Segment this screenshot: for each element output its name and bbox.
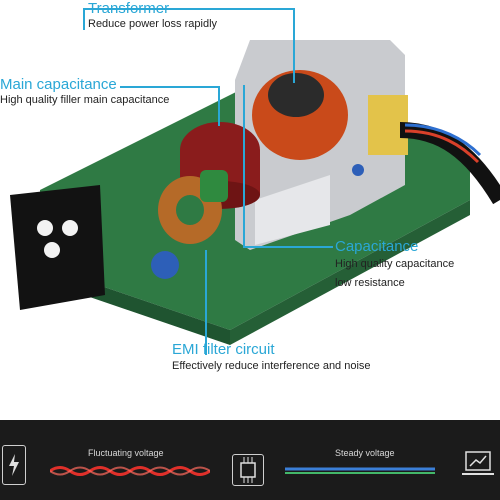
main-capacitance-subtitle: High quality filler main capacitance: [0, 94, 170, 106]
laptop-chart-icon: [462, 450, 494, 480]
capacitance-callout-line: [243, 85, 245, 248]
voltage-comparison-bar: Fluctuating voltage Steady voltage: [0, 420, 500, 500]
transformer-title: Transformer: [88, 0, 170, 17]
emi-subtitle: Effectively reduce interference and nois…: [172, 360, 371, 372]
capacitance-line2: low resistance: [335, 277, 405, 289]
capacitance-line1: High quality capacitance: [335, 258, 455, 270]
capacitance-callout-line: [243, 246, 333, 248]
steady-voltage-wave: [285, 467, 435, 474]
fluctuating-voltage-wave: [50, 466, 210, 476]
steady-voltage-label: Steady voltage: [335, 448, 395, 458]
emi-title: EMI filter circuit: [172, 341, 275, 358]
main-capacitance-callout-line: [218, 86, 220, 126]
chip-icon: [232, 454, 264, 486]
transformer-callout-line: [83, 8, 85, 30]
capacitance-title: Capacitance: [335, 238, 419, 255]
fluctuating-voltage-label: Fluctuating voltage: [88, 448, 164, 458]
transformer-callout-line: [83, 8, 293, 10]
emi-callout-line: [205, 250, 207, 355]
blue-capacitor: [151, 251, 179, 279]
power-supply-illustration: [10, 40, 500, 345]
pcb-illustration: [10, 40, 500, 345]
transformer-subtitle: Reduce power loss rapidly: [88, 18, 218, 30]
charging-phone-icon: [2, 445, 26, 485]
main-capacitance-title: Main capacitance: [0, 76, 117, 93]
main-capacitance-callout-line: [120, 86, 220, 88]
transformer-callout-line: [293, 8, 295, 83]
